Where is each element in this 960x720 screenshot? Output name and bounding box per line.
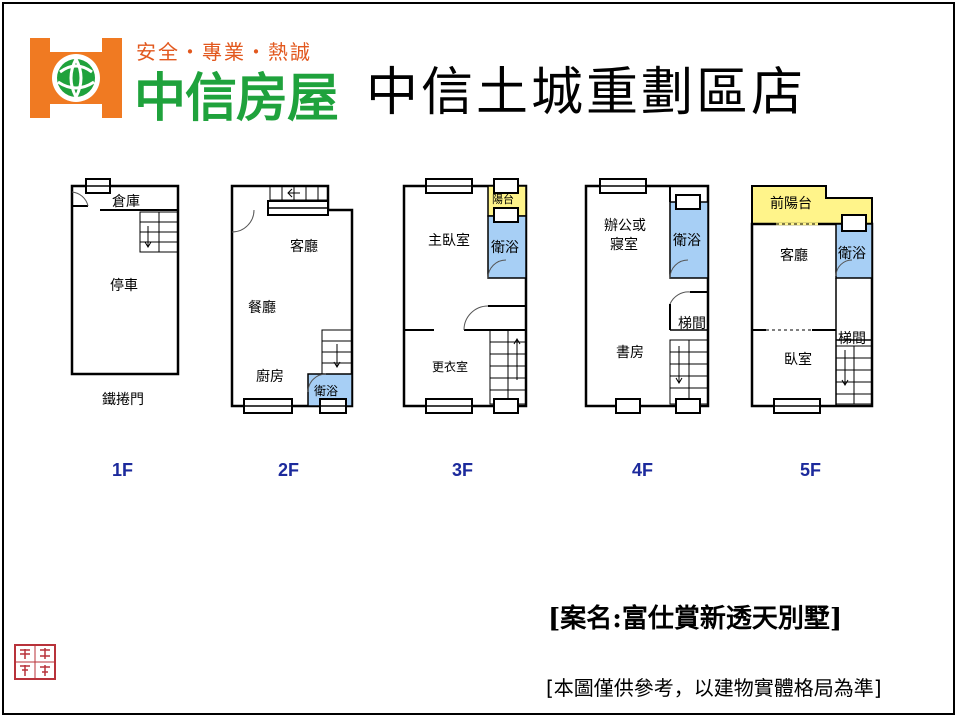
floor-plan-5f: 前陽台 客廳 衛浴 梯間 臥室 5F <box>750 185 874 480</box>
window-icon <box>493 178 519 194</box>
wall-outline <box>70 184 180 376</box>
seal-stamp-icon <box>14 644 56 680</box>
window-icon <box>615 398 641 414</box>
brand-name: 中信房屋 <box>134 69 339 129</box>
room-label: 臥室 <box>784 351 812 368</box>
stairs-icon <box>321 329 353 375</box>
case-name: [案名:富仕賞新透天別墅] <box>548 604 843 634</box>
room-label: 鐵捲門 <box>102 391 144 408</box>
floor-plan-2f: 客廳 餐廳 廚房 衛浴 2F <box>230 184 354 480</box>
globe-icon <box>30 38 122 118</box>
room-label: 廚房 <box>256 368 284 385</box>
bathroom-area <box>487 215 527 279</box>
room-label: 衛浴 <box>491 240 519 256</box>
room-label: 梯間 <box>678 316 706 332</box>
window-icon <box>493 207 519 223</box>
room-label: 前陽台 <box>770 195 812 212</box>
store-title: 中信土城重劃區店 <box>366 63 807 123</box>
room-label: 寢室 <box>610 236 638 253</box>
floor-plan-1f: 倉庫 停車 鐵捲門 1F <box>70 178 180 480</box>
room-label: 書房 <box>616 345 644 361</box>
floor-label: 3F <box>452 460 473 480</box>
bathroom-area <box>669 201 709 279</box>
stairs-icon <box>489 329 527 405</box>
floor-label: 1F <box>112 460 133 480</box>
disclaimer: [本圖僅供參考，以建物實體格局為準] <box>546 676 882 700</box>
floor-label: 2F <box>278 460 299 480</box>
room-label: 陽台 <box>492 192 514 206</box>
window-icon <box>841 214 867 232</box>
window-icon <box>675 398 701 414</box>
room-label: 辦公或 <box>604 218 646 234</box>
bathroom-area <box>835 223 873 279</box>
floor-label: 4F <box>632 460 653 480</box>
stairs-icon <box>835 345 873 405</box>
floor-plan-4f: 辦公或 寢室 衛浴 梯間 書房 4F <box>584 178 710 480</box>
room-label: 更衣室 <box>432 359 468 374</box>
stairs-icon <box>269 185 329 201</box>
room-label: 倉庫 <box>112 193 140 210</box>
room-label: 梯間 <box>838 331 866 347</box>
window-icon <box>675 194 701 210</box>
floor-label: 5F <box>800 460 821 480</box>
stairs-icon <box>669 339 709 405</box>
wall-outline <box>230 184 354 408</box>
brand-slogan: 安全・專業・熱誠 <box>136 40 312 64</box>
stairs-icon <box>139 211 179 253</box>
room-label: 餐廳 <box>248 299 276 316</box>
window-icon <box>493 398 519 414</box>
room-label: 停車 <box>110 277 138 294</box>
room-label: 衛浴 <box>314 384 338 398</box>
room-label: 衛浴 <box>838 246 866 262</box>
floor-plan-3f: 陽台 主臥室 衛浴 更衣室 3F <box>402 178 528 480</box>
room-label: 主臥室 <box>428 232 470 249</box>
room-label: 衛浴 <box>673 233 701 249</box>
room-label: 客廳 <box>780 247 808 264</box>
room-label: 客廳 <box>290 238 318 255</box>
